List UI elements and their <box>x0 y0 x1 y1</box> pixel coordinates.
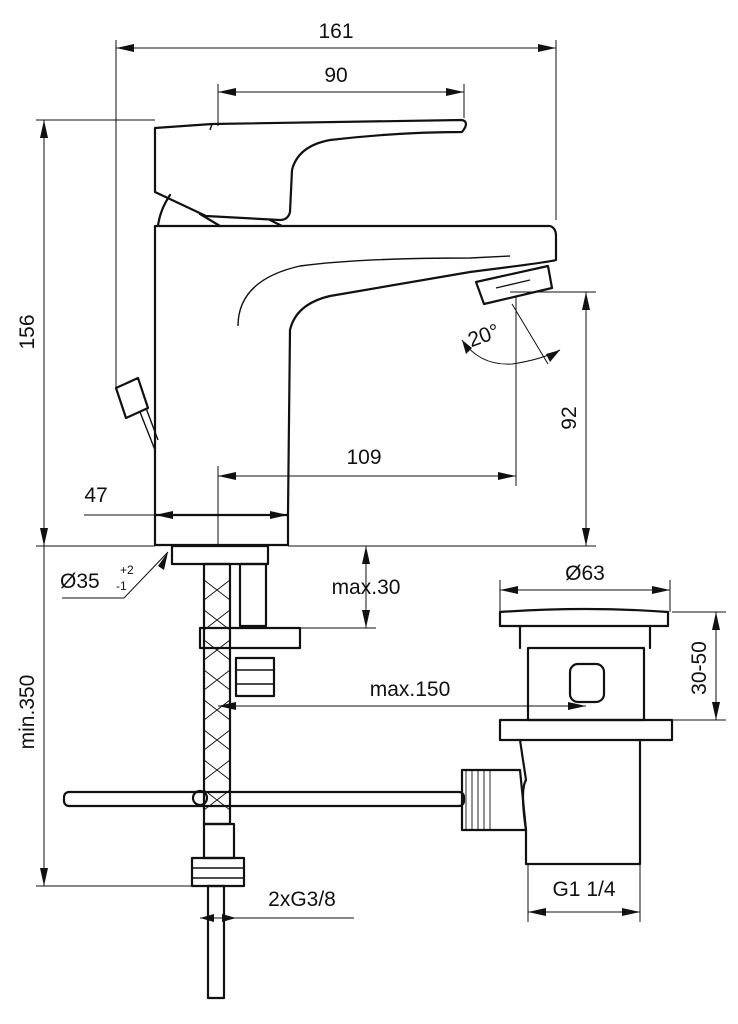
label-spray-angle: 20° <box>465 320 503 352</box>
label-hose-length: min.350 <box>16 675 39 750</box>
label-base-tol-plus: +2 <box>120 563 134 577</box>
lever-handle <box>153 118 468 222</box>
hose-nut <box>190 856 246 888</box>
label-base-diameter: Ø35 <box>60 570 100 593</box>
waste-outlet <box>460 768 528 832</box>
label-overall-width: 161 <box>318 20 353 43</box>
under-deck <box>62 562 466 1000</box>
label-waste-height: 30-50 <box>688 641 711 695</box>
waste-flange <box>498 718 674 742</box>
waste-body <box>518 738 642 866</box>
label-spout-reach: 109 <box>346 446 381 469</box>
link-rod <box>62 790 466 808</box>
hose-fitting <box>202 822 236 860</box>
lever-neck <box>156 193 284 228</box>
label-spout-height: 92 <box>558 406 581 429</box>
main-body <box>153 224 558 547</box>
waste-cap <box>498 607 670 628</box>
label-spout-to-lever: 90 <box>324 64 347 87</box>
waste-valve <box>460 607 674 866</box>
nut <box>234 656 276 698</box>
popup-rod <box>114 376 150 420</box>
label-max-deck: max.30 <box>332 576 401 599</box>
waste-slot <box>568 662 606 704</box>
label-max-waste: max.150 <box>370 678 451 701</box>
braided-hose <box>202 562 232 826</box>
hose-pipe <box>206 884 226 1000</box>
label-base-tol-minus: -1 <box>116 579 127 593</box>
base-ring <box>170 544 270 566</box>
threaded-stud <box>238 562 268 628</box>
clamp-plate <box>198 626 302 650</box>
label-body-depth: 47 <box>84 484 107 507</box>
label-overall-height: 156 <box>16 314 39 349</box>
dimension-lines <box>36 40 726 922</box>
label-waste-diameter: Ø63 <box>565 562 605 585</box>
label-waste-thread: G1 1/4 <box>552 878 615 901</box>
spout-contour <box>237 255 511 327</box>
aerator <box>474 264 554 306</box>
dimension-labels: 161 90 156 109 47 92 20° Ø35 +2 -1 max.3… <box>16 20 711 911</box>
label-hose-thread: 2xG3/8 <box>268 888 336 911</box>
lever-fold <box>209 123 213 131</box>
